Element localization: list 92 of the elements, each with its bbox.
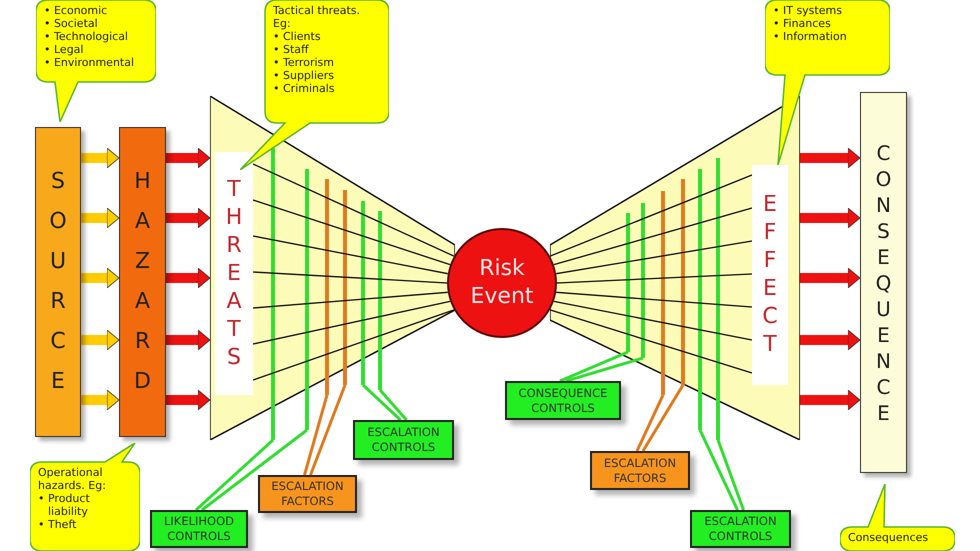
source-column (35, 127, 81, 437)
bullet-item: • Information (773, 30, 848, 43)
block-arrow (800, 330, 860, 350)
speech-bubble (765, 0, 890, 165)
vertical-label: CONSEQUENCE (874, 140, 892, 426)
control-bar (378, 211, 382, 390)
block-arrow (81, 208, 120, 228)
block-arrow (81, 148, 120, 168)
block-arrow (800, 208, 860, 228)
bullet-item: • Legal (44, 43, 84, 56)
hazard-column (119, 127, 166, 437)
threats-panel (215, 152, 253, 395)
control-bar (661, 191, 665, 395)
leader-line (559, 350, 629, 382)
block-arrow (800, 268, 860, 288)
consequence-column (860, 92, 907, 473)
fan-line (252, 292, 448, 309)
bullet-item: • Suppliers (273, 69, 336, 82)
block-arrow (166, 208, 210, 228)
control-bar (343, 190, 347, 385)
bubble-text: Tactical threats. Eg: (273, 4, 362, 30)
bullet-item: • Terrorism (273, 56, 335, 69)
fan-line (554, 300, 752, 341)
bubble-text: Operational hazards. Eg: (38, 466, 107, 492)
bubble-text: Consequences (848, 531, 930, 544)
block-arrow (81, 390, 120, 410)
block-arrow (800, 148, 860, 168)
fan-line (556, 273, 752, 284)
vertical-label: THREATS (224, 176, 244, 372)
bullet-item: • Societal (44, 17, 99, 30)
bullet-item: • Environmental (44, 56, 136, 69)
bullet-item: • Clients (273, 30, 322, 43)
bullet-item: • Criminals (273, 82, 336, 95)
vertical-label: EFFECT (761, 191, 779, 359)
fan-line (252, 271, 448, 284)
bullet-item: • Theft (38, 518, 78, 531)
leader-line (566, 356, 644, 382)
bullet-item: • Finances (773, 17, 832, 30)
factors-tag: ESCALATION FACTORS (258, 475, 357, 513)
speech-bubble (36, 0, 156, 122)
block-arrow (800, 390, 860, 410)
speech-bubble (840, 484, 955, 551)
leader-line (636, 394, 664, 452)
control-bar (626, 212, 630, 352)
block-arrow (166, 390, 210, 410)
leader-line (201, 428, 308, 512)
control-bar (641, 203, 645, 358)
block-arrow (166, 148, 210, 168)
fan-line (554, 207, 752, 266)
fan-line (252, 235, 448, 274)
fan-line (252, 300, 450, 345)
control-bar (698, 168, 702, 430)
block-arrow (166, 330, 210, 350)
fan-line (252, 309, 454, 381)
fan-line (550, 309, 752, 374)
effect-panel (752, 165, 788, 385)
controls-tag: LIKELIHOOD CONTROLS (150, 510, 248, 548)
control-bar (271, 148, 275, 440)
controls-tag: ESCALATION CONTROLS (353, 420, 454, 460)
fan-line (550, 174, 752, 257)
bullet-item: • IT systems (773, 4, 843, 17)
leader-line (716, 439, 745, 511)
bullet-item: • Economic (44, 4, 108, 17)
leader-line (303, 394, 328, 476)
fan-line (252, 199, 450, 266)
speech-bubble (240, 0, 389, 170)
control-bar (716, 158, 720, 440)
control-bar (325, 179, 329, 395)
fan-line (556, 240, 752, 274)
leader-line (378, 389, 408, 421)
control-bar (361, 201, 365, 385)
leader-line (642, 384, 684, 452)
bullet-item: • Technological (44, 30, 129, 43)
control-bar (305, 168, 309, 430)
leader-line (362, 384, 402, 422)
factors-tag: ESCALATION FACTORS (590, 451, 690, 490)
speech-bubble (30, 443, 140, 551)
block-arrow (81, 330, 120, 350)
vertical-label: HAZARD (133, 168, 152, 396)
leader-line (195, 438, 274, 512)
block-arrow (81, 268, 120, 288)
fan-line (556, 292, 752, 308)
block-arrow (166, 268, 210, 288)
controls-tag: CONSEQUENCE CONTROLS (505, 381, 621, 420)
bullet-item: • Product liability (38, 492, 91, 518)
controls-tag: ESCALATION CONTROLS (690, 510, 791, 548)
vertical-label: SOURCE (48, 168, 68, 396)
control-bar (681, 179, 685, 385)
leader-line (698, 429, 739, 511)
bullet-item: • Staff (273, 43, 310, 56)
leader-line (309, 384, 346, 476)
fan-line (252, 163, 454, 257)
